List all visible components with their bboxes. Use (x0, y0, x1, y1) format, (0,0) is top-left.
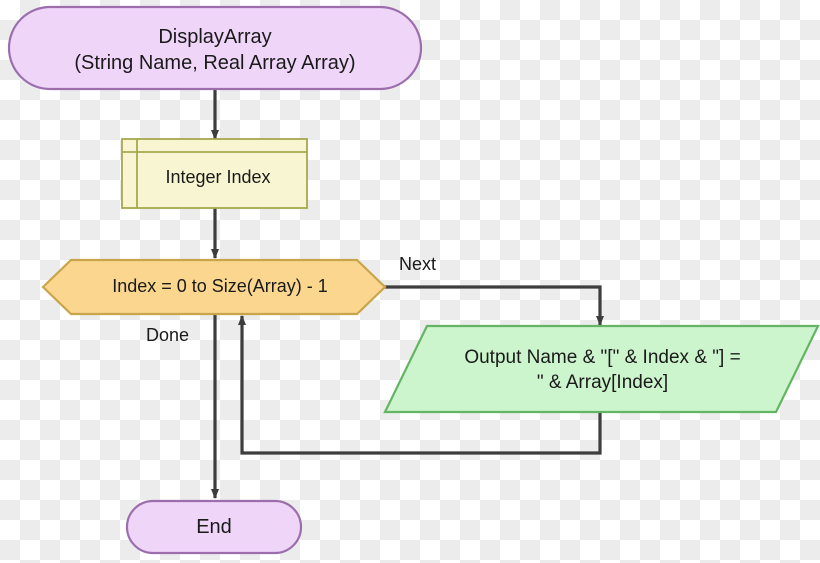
node-layer (7, 5, 820, 555)
node-loop[interactable] (41, 258, 387, 316)
node-start[interactable] (7, 5, 423, 91)
edge-loop-to-output (385, 285, 604, 326)
connector-layer (211, 89, 604, 499)
edge-output-to-loop (238, 315, 602, 455)
node-declare[interactable] (121, 138, 308, 209)
node-output[interactable] (383, 324, 820, 414)
node-end[interactable] (125, 499, 303, 555)
